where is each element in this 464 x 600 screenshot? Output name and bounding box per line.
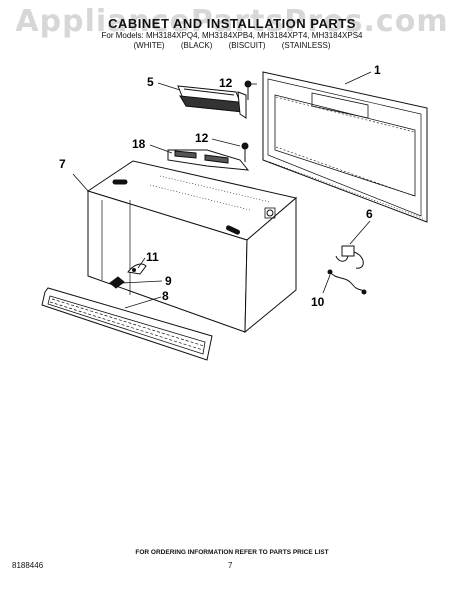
model-list: For Models: MH3184XPQ4, MH3184XPB4, MH31… (101, 31, 363, 40)
document-number: 8188446 (12, 561, 44, 570)
callout-12-top: 12 (219, 76, 233, 90)
watermark: AppliancePartsPros.com (15, 4, 449, 39)
finish-black: (BLACK) (180, 41, 213, 50)
callout-6: 6 (366, 207, 373, 221)
callout-18: 18 (132, 137, 146, 151)
screw-part (241, 142, 249, 162)
callout-9: 9 (165, 274, 172, 288)
cabinet-part (86, 160, 298, 334)
top-vent-part (177, 85, 247, 119)
ordering-note: FOR ORDERING INFORMATION REFER TO PARTS … (135, 549, 329, 556)
callout-10: 10 (311, 295, 325, 309)
bracket-part (109, 276, 125, 289)
callout-1: 1 (374, 63, 381, 77)
callout-8: 8 (162, 289, 169, 303)
top-plate-part (167, 149, 250, 171)
wire-clamp-part (127, 263, 147, 275)
thermal-cutout-part (335, 245, 364, 269)
finish-list: (WHITE) (BLACK) (BISCUIT) (STAINLESS) (0, 41, 464, 50)
callout-5: 5 (147, 75, 154, 89)
callout-12-lower: 12 (195, 131, 209, 145)
leader-lines (72, 71, 372, 309)
finish-biscuit: (BISCUIT) (228, 41, 266, 50)
front-grille-part (41, 287, 213, 361)
callout-11: 11 (146, 250, 159, 264)
callout-7: 7 (59, 157, 66, 171)
mounting-plate-part (262, 71, 428, 223)
wire-harness-part (327, 269, 367, 295)
page-number: 7 (228, 561, 233, 570)
page-title: CABINET AND INSTALLATION PARTS (108, 16, 356, 31)
finish-stainless: (STAINLESS) (281, 41, 331, 50)
finish-white: (WHITE) (133, 41, 165, 50)
